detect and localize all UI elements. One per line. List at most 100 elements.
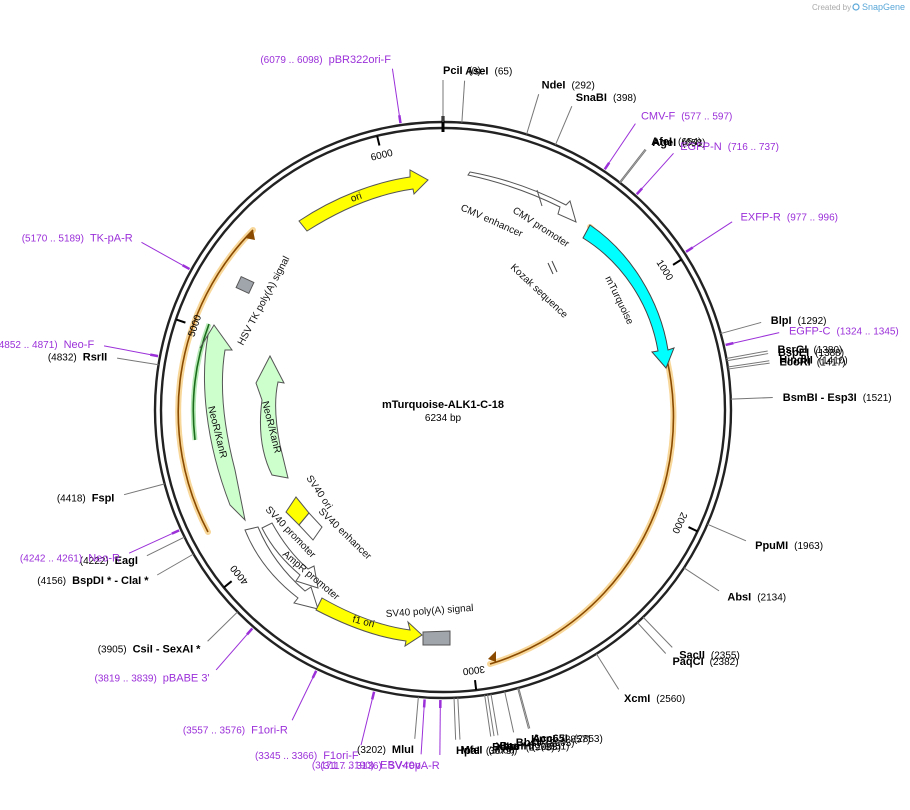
primer-marker [422, 699, 426, 708]
site-connector [453, 697, 457, 740]
restriction-site-label: PaqCI(2382) [672, 656, 738, 668]
primer-range: (3117 .. 3136) [320, 761, 382, 772]
restriction-site-label: Acc65I(2853) [532, 733, 602, 745]
site-coord: (4156) [37, 576, 66, 587]
site-connector [726, 350, 768, 359]
restriction-site-label: PciI(0) [443, 65, 481, 77]
restriction-site-label: EcoRI(1417) [780, 357, 846, 369]
site-coord: (2853) [574, 734, 603, 745]
cmv-promoter-arrow [467, 171, 577, 223]
primer-connector [608, 123, 636, 163]
primer-name: EGFP-C [789, 325, 831, 337]
site-name: BclI * [492, 741, 520, 753]
site-coord: (1292) [798, 316, 827, 327]
green-orf-line [192, 323, 210, 441]
primer-marker [149, 353, 159, 358]
primer-range: (3819 .. 3839) [95, 673, 157, 684]
site-coord: (3066) [488, 746, 517, 757]
f1-ori-arrow [315, 597, 423, 648]
site-name: SacII [679, 650, 705, 662]
restriction-site-label: KpnI (2857) [531, 733, 590, 745]
restriction-site-label: BspEI(1388) [778, 347, 844, 359]
restriction-site-label: MfeI(3066) [460, 745, 517, 757]
site-connector [642, 616, 673, 648]
primer-range: (4242 .. 4261) [20, 553, 82, 564]
restriction-site-label: HpaI(3079) [456, 745, 515, 757]
restriction-site-label: (4156)BspDI * - ClaI * [37, 575, 149, 587]
primer-range: (4852 .. 4871) [0, 340, 58, 351]
scale-tick [175, 318, 186, 324]
site-coord: (658) [682, 138, 705, 149]
site-coord: (1963) [794, 541, 823, 552]
site-name: EagI [115, 555, 138, 567]
restriction-site-label: PpuMI(1963) [755, 540, 823, 552]
site-connector [518, 687, 531, 729]
kozak-mark [547, 262, 554, 275]
scale-tick [223, 580, 233, 589]
primer-range: (5170 .. 5189) [22, 233, 84, 244]
primer-range: (3171 .. 3190) [312, 760, 374, 771]
primer-name: Neo-F [64, 339, 95, 351]
scale-tick [474, 679, 478, 691]
restriction-site-label: XbaI * (2963) [496, 741, 561, 753]
site-name: MluI [392, 744, 414, 756]
site-name: CsiI - SexAI * [133, 643, 202, 655]
feature-label: SV40 poly(A) signal [385, 603, 473, 620]
neor-kanr-arrow-inner [255, 354, 289, 479]
site-coord: (2857) [562, 734, 591, 745]
cmv-divider [536, 189, 543, 207]
primer-label: EXFP-R(977 .. 996) [741, 211, 839, 223]
primer-connector [692, 221, 733, 248]
restriction-site-label: (4222)EagI [80, 555, 138, 567]
restriction-site-label: HindIII(1410) [779, 354, 848, 366]
site-name: XbaI * [496, 741, 527, 753]
orange-orf-line-2 [177, 229, 254, 533]
primer-range: (6079 .. 6098) [260, 55, 322, 66]
restriction-site-label: (4832)RsrII [48, 352, 107, 364]
primer-marker [635, 187, 644, 196]
site-coord: (2973) [526, 742, 555, 753]
site-coord: (2963) [532, 742, 561, 753]
primer-name: EGFP-N [680, 141, 722, 153]
restriction-site-label: BsmBI - Esp3I(1521) [783, 392, 892, 404]
site-name: RsrII [83, 352, 107, 364]
primer-marker [246, 627, 254, 636]
site-connector [484, 694, 492, 737]
feature-label: Kozak sequence [508, 262, 570, 321]
snapgene-logo-icon [852, 3, 860, 11]
site-connector [636, 622, 667, 654]
site-connector [554, 106, 573, 146]
site-coord: (4418) [57, 493, 86, 504]
restriction-site-label: BbsI(2903) [516, 737, 575, 749]
restriction-site-label: BclI * (2973) [492, 741, 554, 753]
restriction-site-label: XcmI(2560) [624, 693, 685, 705]
site-name: KpnI [531, 733, 555, 745]
primer-connector [291, 677, 314, 721]
primer-marker [181, 264, 191, 271]
primer-name: pBR322ori-F [329, 54, 392, 66]
primer-label: (3557 .. 3576)F1ori-R [183, 724, 288, 736]
site-connector [728, 362, 770, 370]
site-connector [156, 553, 194, 576]
mturquoise-arrow [582, 224, 675, 369]
site-connector [726, 353, 769, 362]
primer-range: (577 .. 597) [681, 111, 732, 122]
restriction-site-label: SacII(2355) [679, 650, 740, 662]
scale-tick-label: 1000 [654, 258, 675, 283]
restriction-site-label: NdeI(292) [542, 80, 595, 92]
kozak-mark-2 [551, 260, 558, 273]
plasmid-name: mTurquoise-ALK1-C-18 [382, 399, 504, 411]
site-coord: (292) [571, 81, 594, 92]
restriction-sites: PciI(0)AseI(65)NdeI(292)SnaBI(398)AfeI(6… [37, 65, 891, 757]
restriction-site-label: AseI(65) [465, 66, 512, 78]
site-connector [517, 688, 529, 729]
site-coord: (1388) [815, 348, 844, 359]
primer-label: (3171 .. 3190)EBV-rev [312, 759, 421, 771]
scale-tick-label: 4000 [228, 562, 251, 587]
primer-connector [128, 533, 173, 554]
primer-connector [391, 68, 400, 116]
scale-tick-label: 3000 [462, 663, 486, 677]
site-name: BamHI [500, 740, 535, 752]
restriction-site-label: AbsI(2134) [727, 591, 786, 603]
